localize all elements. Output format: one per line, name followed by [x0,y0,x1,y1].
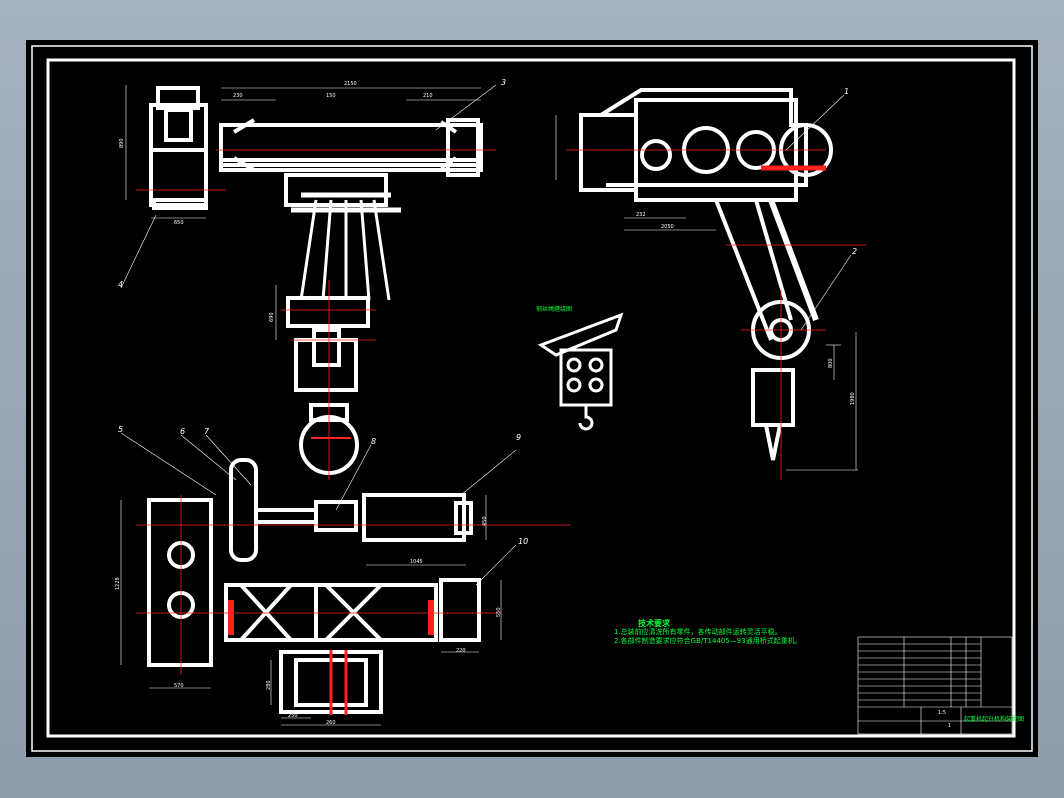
plan-view-dimension-lines [120,495,502,726]
outer-border [31,45,1033,752]
dim-top-right: 210 [423,93,433,99]
callout-2: 2 [852,247,858,256]
callout-10: 10 [518,537,529,546]
callout-7: 7 [204,427,210,436]
callout-6: 6 [180,427,186,436]
tech-requirement-line: 1.总装前应清洗所有零件，各传动部件运转灵活平稳。 [614,628,782,636]
dim-top-mid: 150 [326,93,336,99]
dim-right-h2: 1980 [850,392,856,405]
trolley-dimension-lines [125,85,481,340]
callout-8: 8 [371,437,377,446]
dim-left-height: 890 [119,138,125,148]
dim-top-left: 230 [233,93,243,99]
dim-frame-h: 550 [496,607,502,617]
dim-gear-span: 2050 [661,224,674,230]
title-block-sheet: 1 [948,723,952,729]
dim-motor-len: 1045 [410,559,423,565]
rope-reeving-label: 钢丝绳缠绕图 [536,306,573,313]
dim-reducer-w: 570 [174,683,184,689]
drawing-canvas[interactable]: 技术要求 1.总装前应清洗所有零件，各传动部件运转灵活平稳。 2.各部件制造要求… [26,40,1038,757]
tech-requirement-line: 2.各部件制造要求应符合GB/T14405—93通用桥式起重机。 [614,637,802,645]
callout-1: 1 [844,87,850,96]
side-view-assembly [579,88,833,461]
dim-frame-w: 220 [456,648,466,654]
mechanical-assembly-drawing [31,45,1033,752]
title-block-drawing-title: 起重机起升机构装配图 [964,716,1025,723]
trolley-centerlines [136,149,496,480]
plan-view-drive [147,458,481,714]
dim-top-span: 2150 [344,81,357,87]
trolley-front-view [149,86,483,475]
side-view-dimension-lines [555,115,858,471]
dim-motor-h: 450 [482,516,488,526]
callout-5: 5 [118,425,124,434]
dim-right-h1: 800 [828,358,834,368]
dim-reducer-h: 1228 [115,577,121,590]
title-block-scale: 1:5 [938,710,947,716]
side-view-centerlines [566,149,866,480]
dim-hook-height: 690 [269,312,275,322]
plan-view-centerlines [136,495,571,715]
dim-coupling-h: 280 [266,680,272,690]
dim-coupling-w2: 260 [326,720,336,726]
callout-3: 3 [501,78,507,87]
dim-left-base: 650 [174,220,184,226]
rope-reeving-inset [537,312,624,431]
callout-leaders [120,84,852,586]
inner-border [46,58,1016,738]
dim-coupling-w1: 250 [288,713,298,719]
tech-requirements-title: 技术要求 [638,619,670,628]
callout-9: 9 [516,433,522,442]
dim-gear-width: 232 [636,212,646,218]
callout-4: 4 [118,280,124,289]
title-block [857,636,1013,735]
